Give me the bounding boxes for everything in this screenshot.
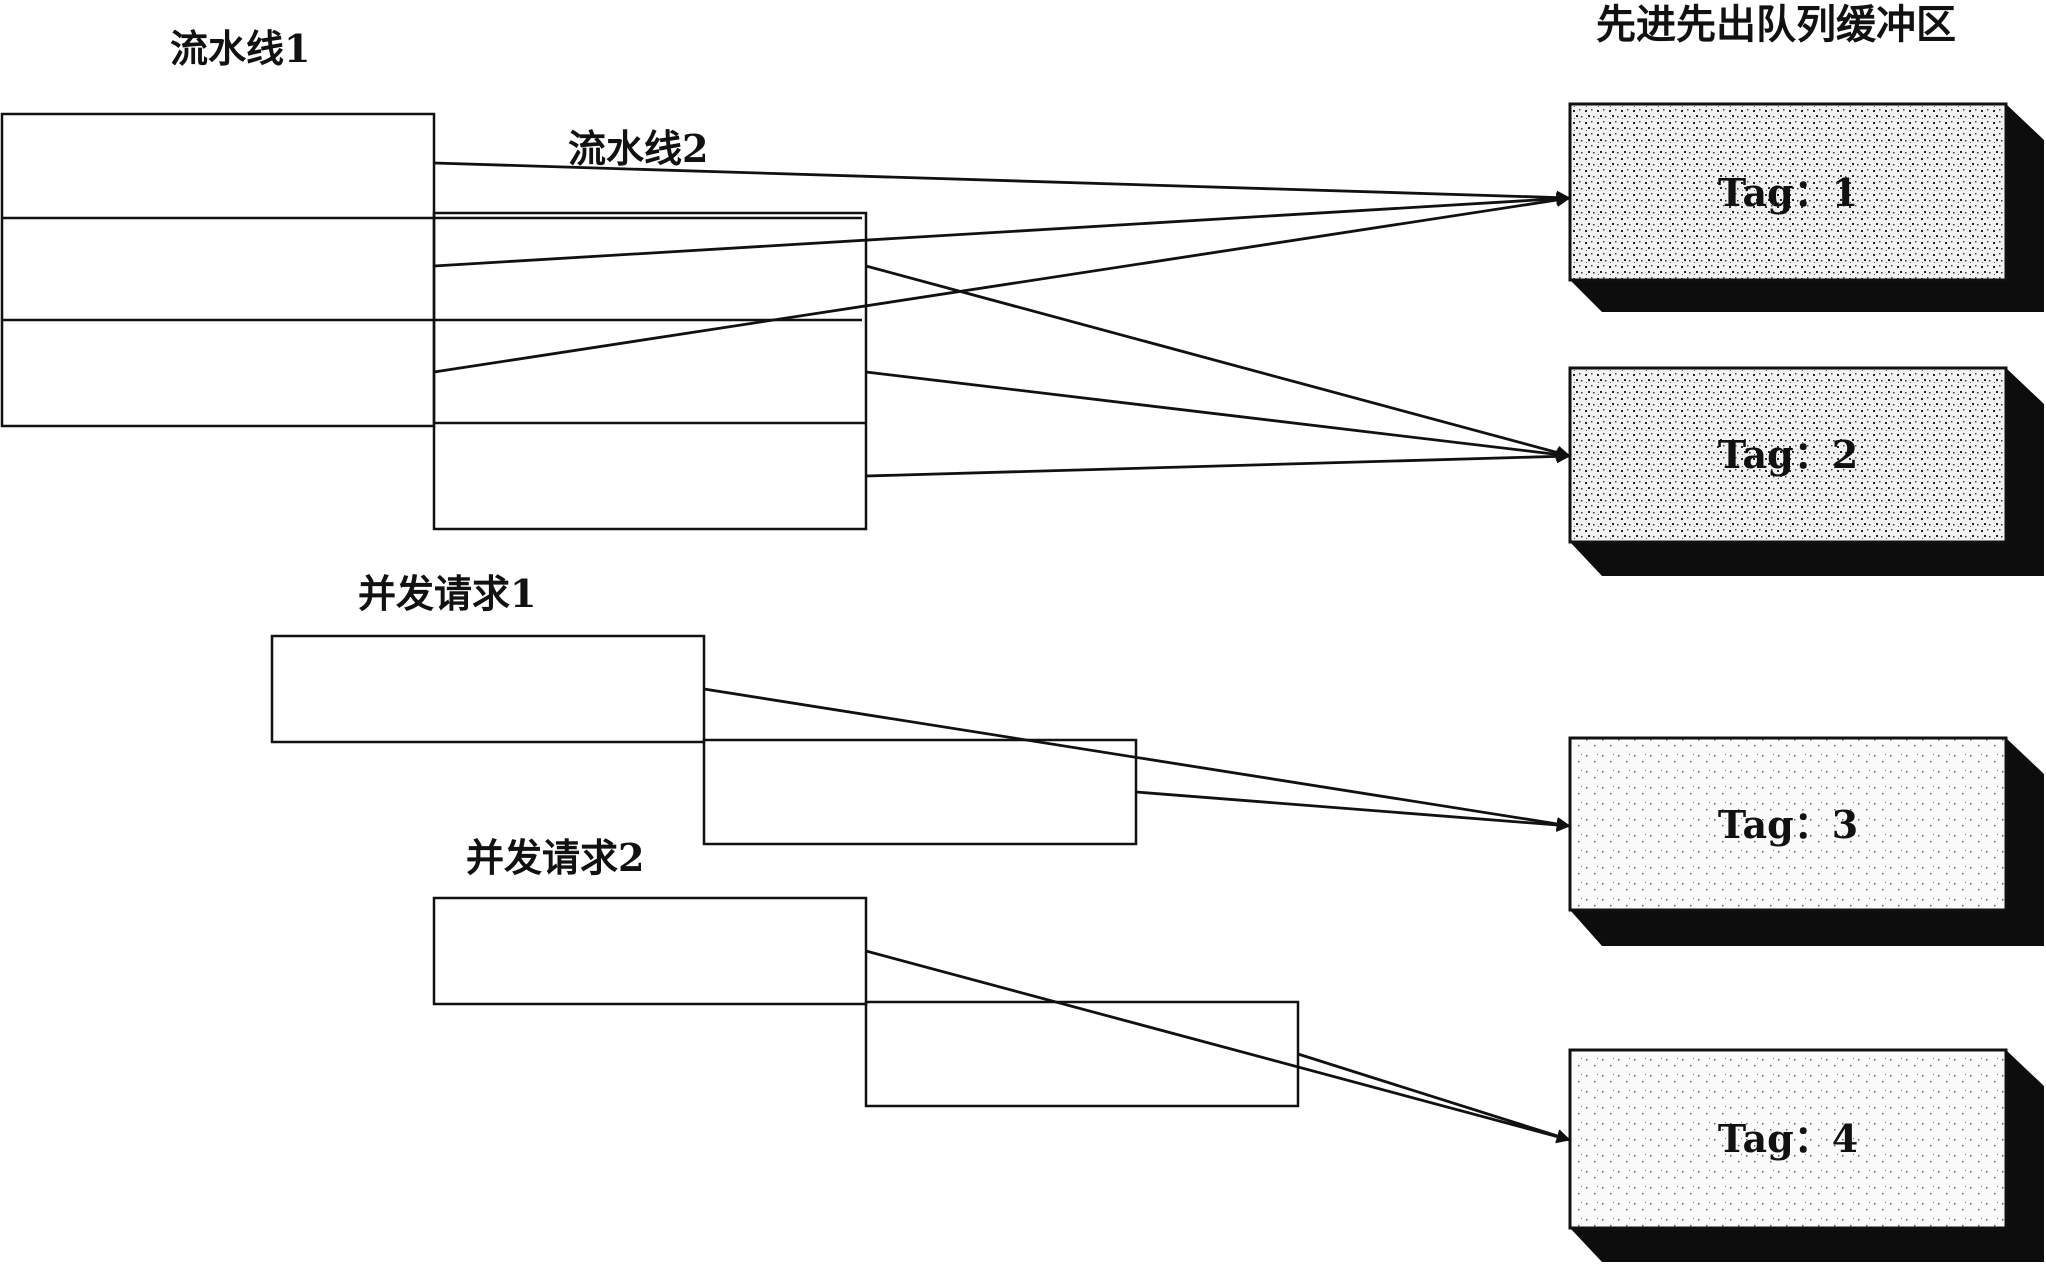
concurrent2-stage-2 — [864, 1000, 1300, 1108]
arrow-p1s2-to-tag2 — [865, 264, 1571, 460]
arrow-p2s1-to-tag1 — [433, 191, 1571, 268]
pipeline1-outline — [0, 112, 436, 428]
fifo-tag-4-label: Tag：4 — [1718, 1116, 1858, 1161]
arrow-c1s2-to-tag3 — [1135, 790, 1571, 832]
pipeline1-block — [0, 112, 862, 428]
concurrent1-stage-2 — [702, 738, 1138, 846]
fifo-tag-3-label: Tag：3 — [1718, 802, 1858, 847]
fifo-box-2-shadow — [1570, 368, 2044, 576]
concurrent1-stage-1 — [270, 634, 706, 744]
arrow-c1s1-to-tag3 — [703, 687, 1571, 831]
fifo-box-2-face — [1568, 366, 2008, 544]
concurrent-connectors — [703, 687, 1571, 1144]
fifo-box-2: Tag：2 — [1568, 366, 2044, 576]
fifo-box-1-shadow — [1570, 104, 2044, 312]
fifo-buffer-label: 先进先出队列缓冲区 — [1596, 1, 1956, 48]
arrow-p1s3-to-tag1 — [433, 193, 1571, 374]
concurrent1-label: 并发请求1 — [358, 571, 536, 616]
fifo-box-4-shadow — [1570, 1050, 2044, 1262]
pipeline1-label: 流水线1 — [170, 26, 310, 71]
arrow-p2s3-to-tag2 — [865, 449, 1571, 478]
pipeline2-outline — [432, 211, 868, 531]
pipeline2-block — [432, 211, 868, 531]
fifo-tag-2-label: Tag：2 — [1718, 432, 1858, 477]
fifo-box-1: Tag：1 — [1568, 102, 2044, 312]
concurrent1-block — [270, 634, 1138, 846]
fifo-box-4: Tag：4 — [1568, 1048, 2044, 1262]
arrow-p2s2-to-tag2 — [865, 370, 1571, 462]
fifo-box-3: Tag：3 — [1568, 736, 2044, 946]
concurrent2-stage-1 — [432, 896, 868, 1006]
concurrent2-block — [432, 896, 1300, 1108]
arrow-p1s1-to-tag1 — [433, 161, 1571, 205]
pipeline2-label: 流水线2 — [568, 126, 708, 171]
arrow-c2s1-to-tag4 — [865, 949, 1571, 1144]
fifo-box-3-face — [1568, 736, 2008, 912]
fifo-box-1-face — [1568, 102, 2008, 282]
fifo-box-3-shadow — [1570, 738, 2044, 946]
fifo-tag-1-label: Tag：1 — [1718, 170, 1858, 215]
arrow-c2s2-to-tag4 — [1297, 1052, 1571, 1143]
pipeline-connectors — [433, 161, 1571, 478]
concurrent2-label: 并发请求2 — [466, 835, 644, 880]
